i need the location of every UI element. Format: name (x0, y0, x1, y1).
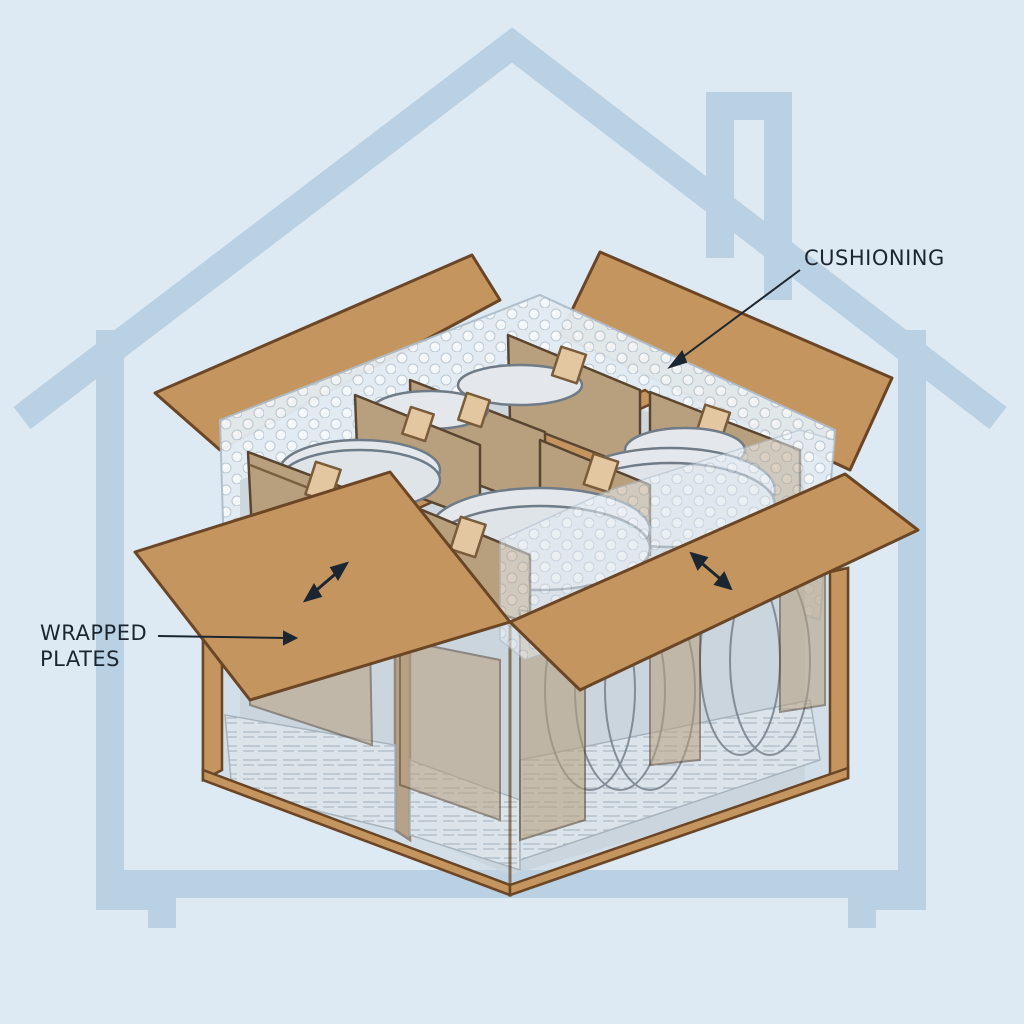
wrapped-plates-label-line2: PLATES (40, 647, 121, 671)
cushioning-label-text: CUSHIONING (804, 246, 945, 270)
double-arrow-icon (302, 561, 350, 603)
house-outline-icon (13, 27, 1007, 928)
box-back-right-flap (558, 250, 894, 472)
cushioning-label: CUSHIONING (804, 245, 945, 271)
wrapped-plates-label: WRAPPED PLATES (40, 620, 147, 672)
box-back-left-flap (153, 253, 502, 452)
double-arrow-icon (689, 551, 733, 591)
wrapped-plates-label-line1: WRAPPED (40, 621, 148, 645)
wrapped-plates-leader-line (157, 630, 299, 646)
cushioning-leader-line (667, 269, 801, 369)
box-front-right-flap (508, 472, 920, 692)
